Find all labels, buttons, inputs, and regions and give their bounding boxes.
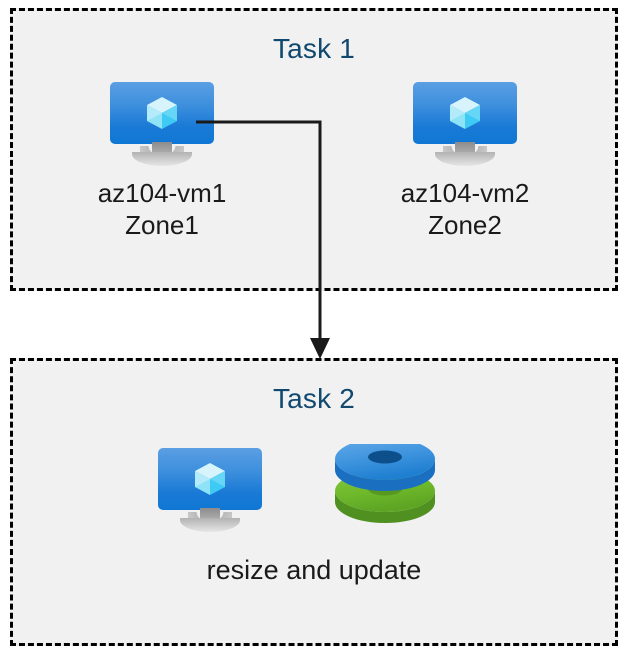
managed-disks-icon: [335, 444, 435, 523]
task-2-container: Task 2: [10, 358, 618, 646]
vm-stand-base: [180, 518, 240, 532]
node-label-az104-vm2: az104-vm2 Zone2: [400, 178, 530, 240]
node-label-az104-vm1: az104-vm1 Zone1: [97, 178, 227, 240]
task-2-caption: resize and update: [206, 555, 422, 585]
vm-stand-base: [435, 152, 495, 166]
cube-icon: [147, 97, 177, 129]
cube-icon: [195, 463, 225, 495]
task-1-container: Task 1: [10, 8, 618, 291]
cube-icon: [450, 97, 480, 129]
disk-blue: [335, 444, 435, 491]
vm-icon-az104-vm2: [413, 82, 517, 170]
task-1-title: Task 1: [272, 33, 356, 64]
vm-stand-base: [132, 152, 192, 166]
vm-icon-az104-vm1: [110, 82, 214, 170]
task-2-title: Task 2: [272, 383, 356, 414]
vm-icon-task2: [158, 448, 262, 536]
